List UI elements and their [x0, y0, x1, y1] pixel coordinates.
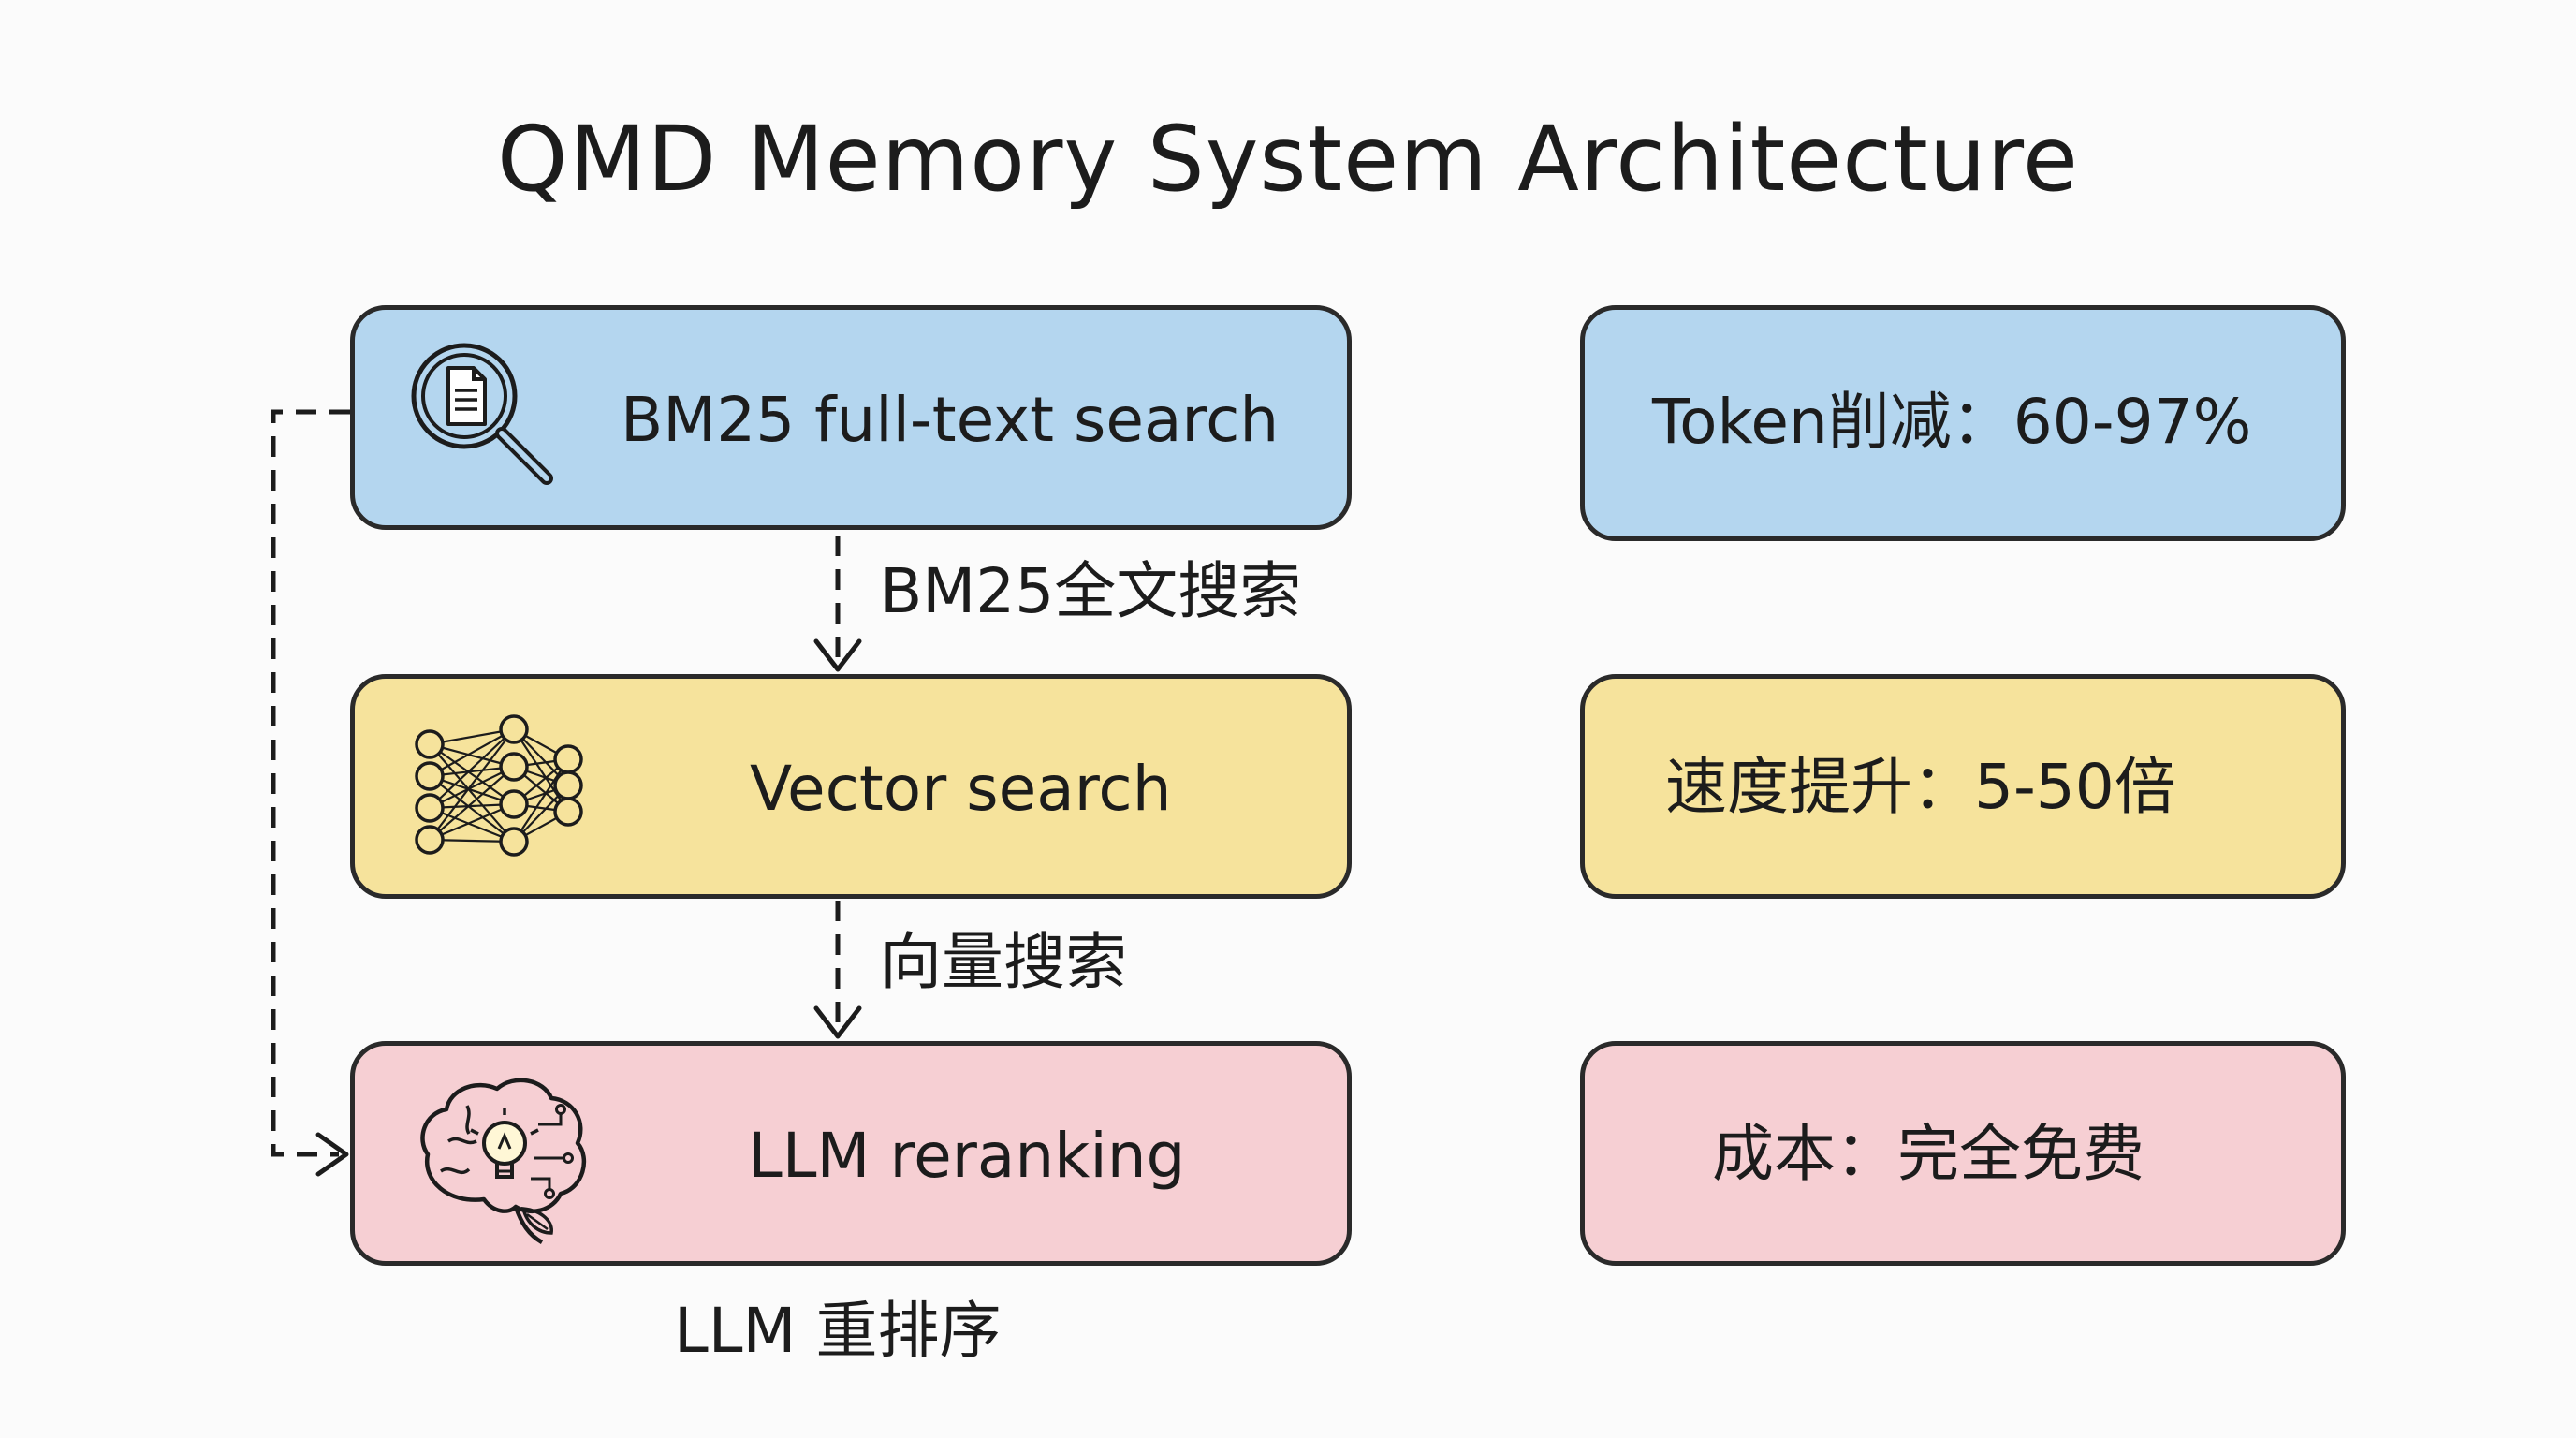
- document-search-icon: [406, 338, 565, 501]
- stage-label-llm: LLM reranking: [748, 1120, 1186, 1192]
- bypass-arrow: [271, 409, 350, 1177]
- stage-box-vector: Vector search: [350, 674, 1352, 899]
- metric-label-token: Token削减：60-97%: [1652, 386, 2252, 458]
- neural-network-icon: [411, 711, 589, 878]
- connector-label-vector: 向量搜索: [880, 926, 1127, 998]
- brain-lightbulb-icon: [411, 1068, 598, 1259]
- stage-box-bm25: BM25 full-text search: [350, 305, 1352, 530]
- connector-label-bm25: BM25全文搜索: [880, 555, 1302, 627]
- metric-box-speed: 速度提升：5-50倍: [1580, 674, 2346, 899]
- metric-label-cost: 成本：完全免费: [1712, 1118, 2144, 1190]
- metric-box-cost: 成本：完全免费: [1580, 1041, 2346, 1266]
- stage-label-vector: Vector search: [750, 753, 1172, 825]
- metric-label-speed: 速度提升：5-50倍: [1665, 751, 2176, 823]
- diagram-title: QMD Memory System Architecture: [497, 107, 2079, 212]
- metric-box-token: Token削减：60-97%: [1580, 305, 2346, 541]
- down-arrow-1: [813, 536, 862, 672]
- down-arrow-2: [813, 901, 862, 1039]
- stage-box-llm: LLM reranking: [350, 1041, 1352, 1266]
- bottom-label-llm: LLM 重排序: [674, 1295, 1002, 1367]
- stage-label-bm25: BM25 full-text search: [621, 384, 1280, 456]
